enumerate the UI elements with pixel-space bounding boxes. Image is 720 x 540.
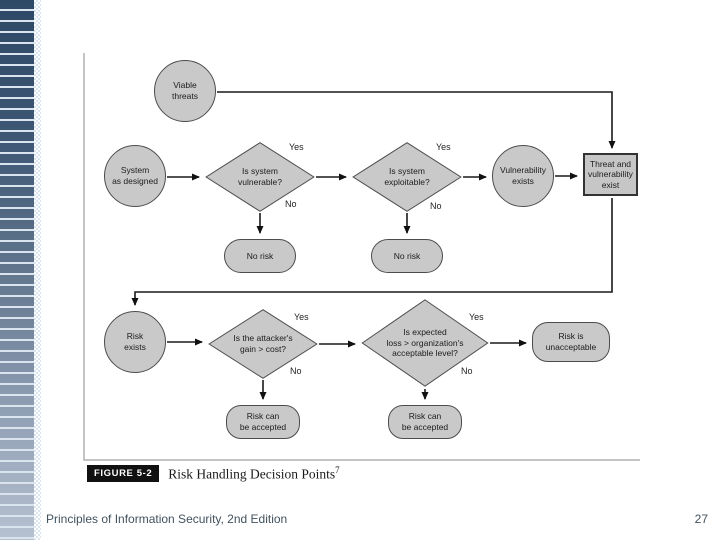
figure-caption-title: Risk Handling Decision Points bbox=[168, 466, 336, 482]
node-label: Viable threats bbox=[172, 80, 198, 101]
node-no-risk-2: No risk bbox=[371, 239, 443, 273]
node-label: No risk bbox=[246, 250, 274, 261]
node-label: No risk bbox=[393, 250, 421, 261]
left-decoration-strip bbox=[0, 0, 34, 540]
node-viable-threats: Viable threats bbox=[154, 60, 216, 122]
node-label: Is the attacker's gain > cost? bbox=[233, 333, 293, 354]
node-label: Is system exploitable? bbox=[384, 166, 430, 187]
branch-label-yes-gain: Yes bbox=[294, 312, 309, 322]
left-decoration-strip-edge bbox=[34, 0, 41, 540]
branch-label-no-exploitable: No bbox=[430, 201, 442, 211]
figure-caption-footnote: 7 bbox=[335, 465, 340, 475]
branch-label-yes-loss: Yes bbox=[469, 312, 484, 322]
node-label: Risk can be accepted bbox=[401, 411, 449, 432]
page-number: 27 bbox=[694, 512, 708, 526]
branch-label-no-vulnerable: No bbox=[285, 199, 297, 209]
node-label: Vulnerability exists bbox=[500, 165, 546, 186]
figure-badge: FIGURE 5-2 bbox=[87, 465, 160, 483]
node-label: Risk can be accepted bbox=[239, 411, 287, 432]
node-is-system-vulnerable: Is system vulnerable? bbox=[205, 142, 315, 212]
branch-label-yes-vulnerable: Yes bbox=[289, 142, 304, 152]
node-system-as-designed: System as designed bbox=[104, 145, 166, 207]
node-vulnerability-exists: Vulnerability exists bbox=[492, 145, 554, 207]
node-expected-loss: Is expected loss > organization's accept… bbox=[361, 299, 489, 387]
figure-caption: Risk Handling Decision Points7 bbox=[168, 465, 339, 483]
node-label: Threat and vulnerability exist bbox=[588, 158, 633, 190]
node-attackers-gain: Is the attacker's gain > cost? bbox=[208, 309, 318, 379]
branch-label-no-gain: No bbox=[290, 366, 302, 376]
figure-caption-row: FIGURE 5-2 Risk Handling Decision Points… bbox=[87, 465, 340, 483]
footer-title: Principles of Information Security, 2nd … bbox=[46, 512, 288, 526]
node-risk-is-unacceptable: Risk is unacceptable bbox=[532, 322, 610, 362]
branch-label-no-loss: No bbox=[461, 366, 473, 376]
branch-label-yes-exploitable: Yes bbox=[436, 142, 451, 152]
node-is-system-exploitable: Is system exploitable? bbox=[352, 142, 462, 212]
diamond-shape bbox=[208, 309, 318, 379]
node-risk-exists: Risk exists bbox=[104, 311, 166, 373]
node-threat-and-vulnerability-exist: Threat and vulnerability exist bbox=[583, 153, 638, 196]
diamond-shape bbox=[352, 142, 462, 212]
node-no-risk-1: No risk bbox=[224, 239, 296, 273]
node-risk-can-be-accepted-1: Risk can be accepted bbox=[226, 405, 300, 439]
diamond-shape bbox=[205, 142, 315, 212]
node-label: Risk is unacceptable bbox=[545, 331, 597, 352]
node-label: System as designed bbox=[112, 165, 158, 186]
node-label: Risk exists bbox=[124, 331, 146, 352]
node-label: Is system vulnerable? bbox=[238, 166, 282, 187]
diamond-shape bbox=[361, 299, 489, 387]
node-risk-can-be-accepted-2: Risk can be accepted bbox=[388, 405, 462, 439]
node-label: Is expected loss > organization's accept… bbox=[386, 327, 464, 359]
